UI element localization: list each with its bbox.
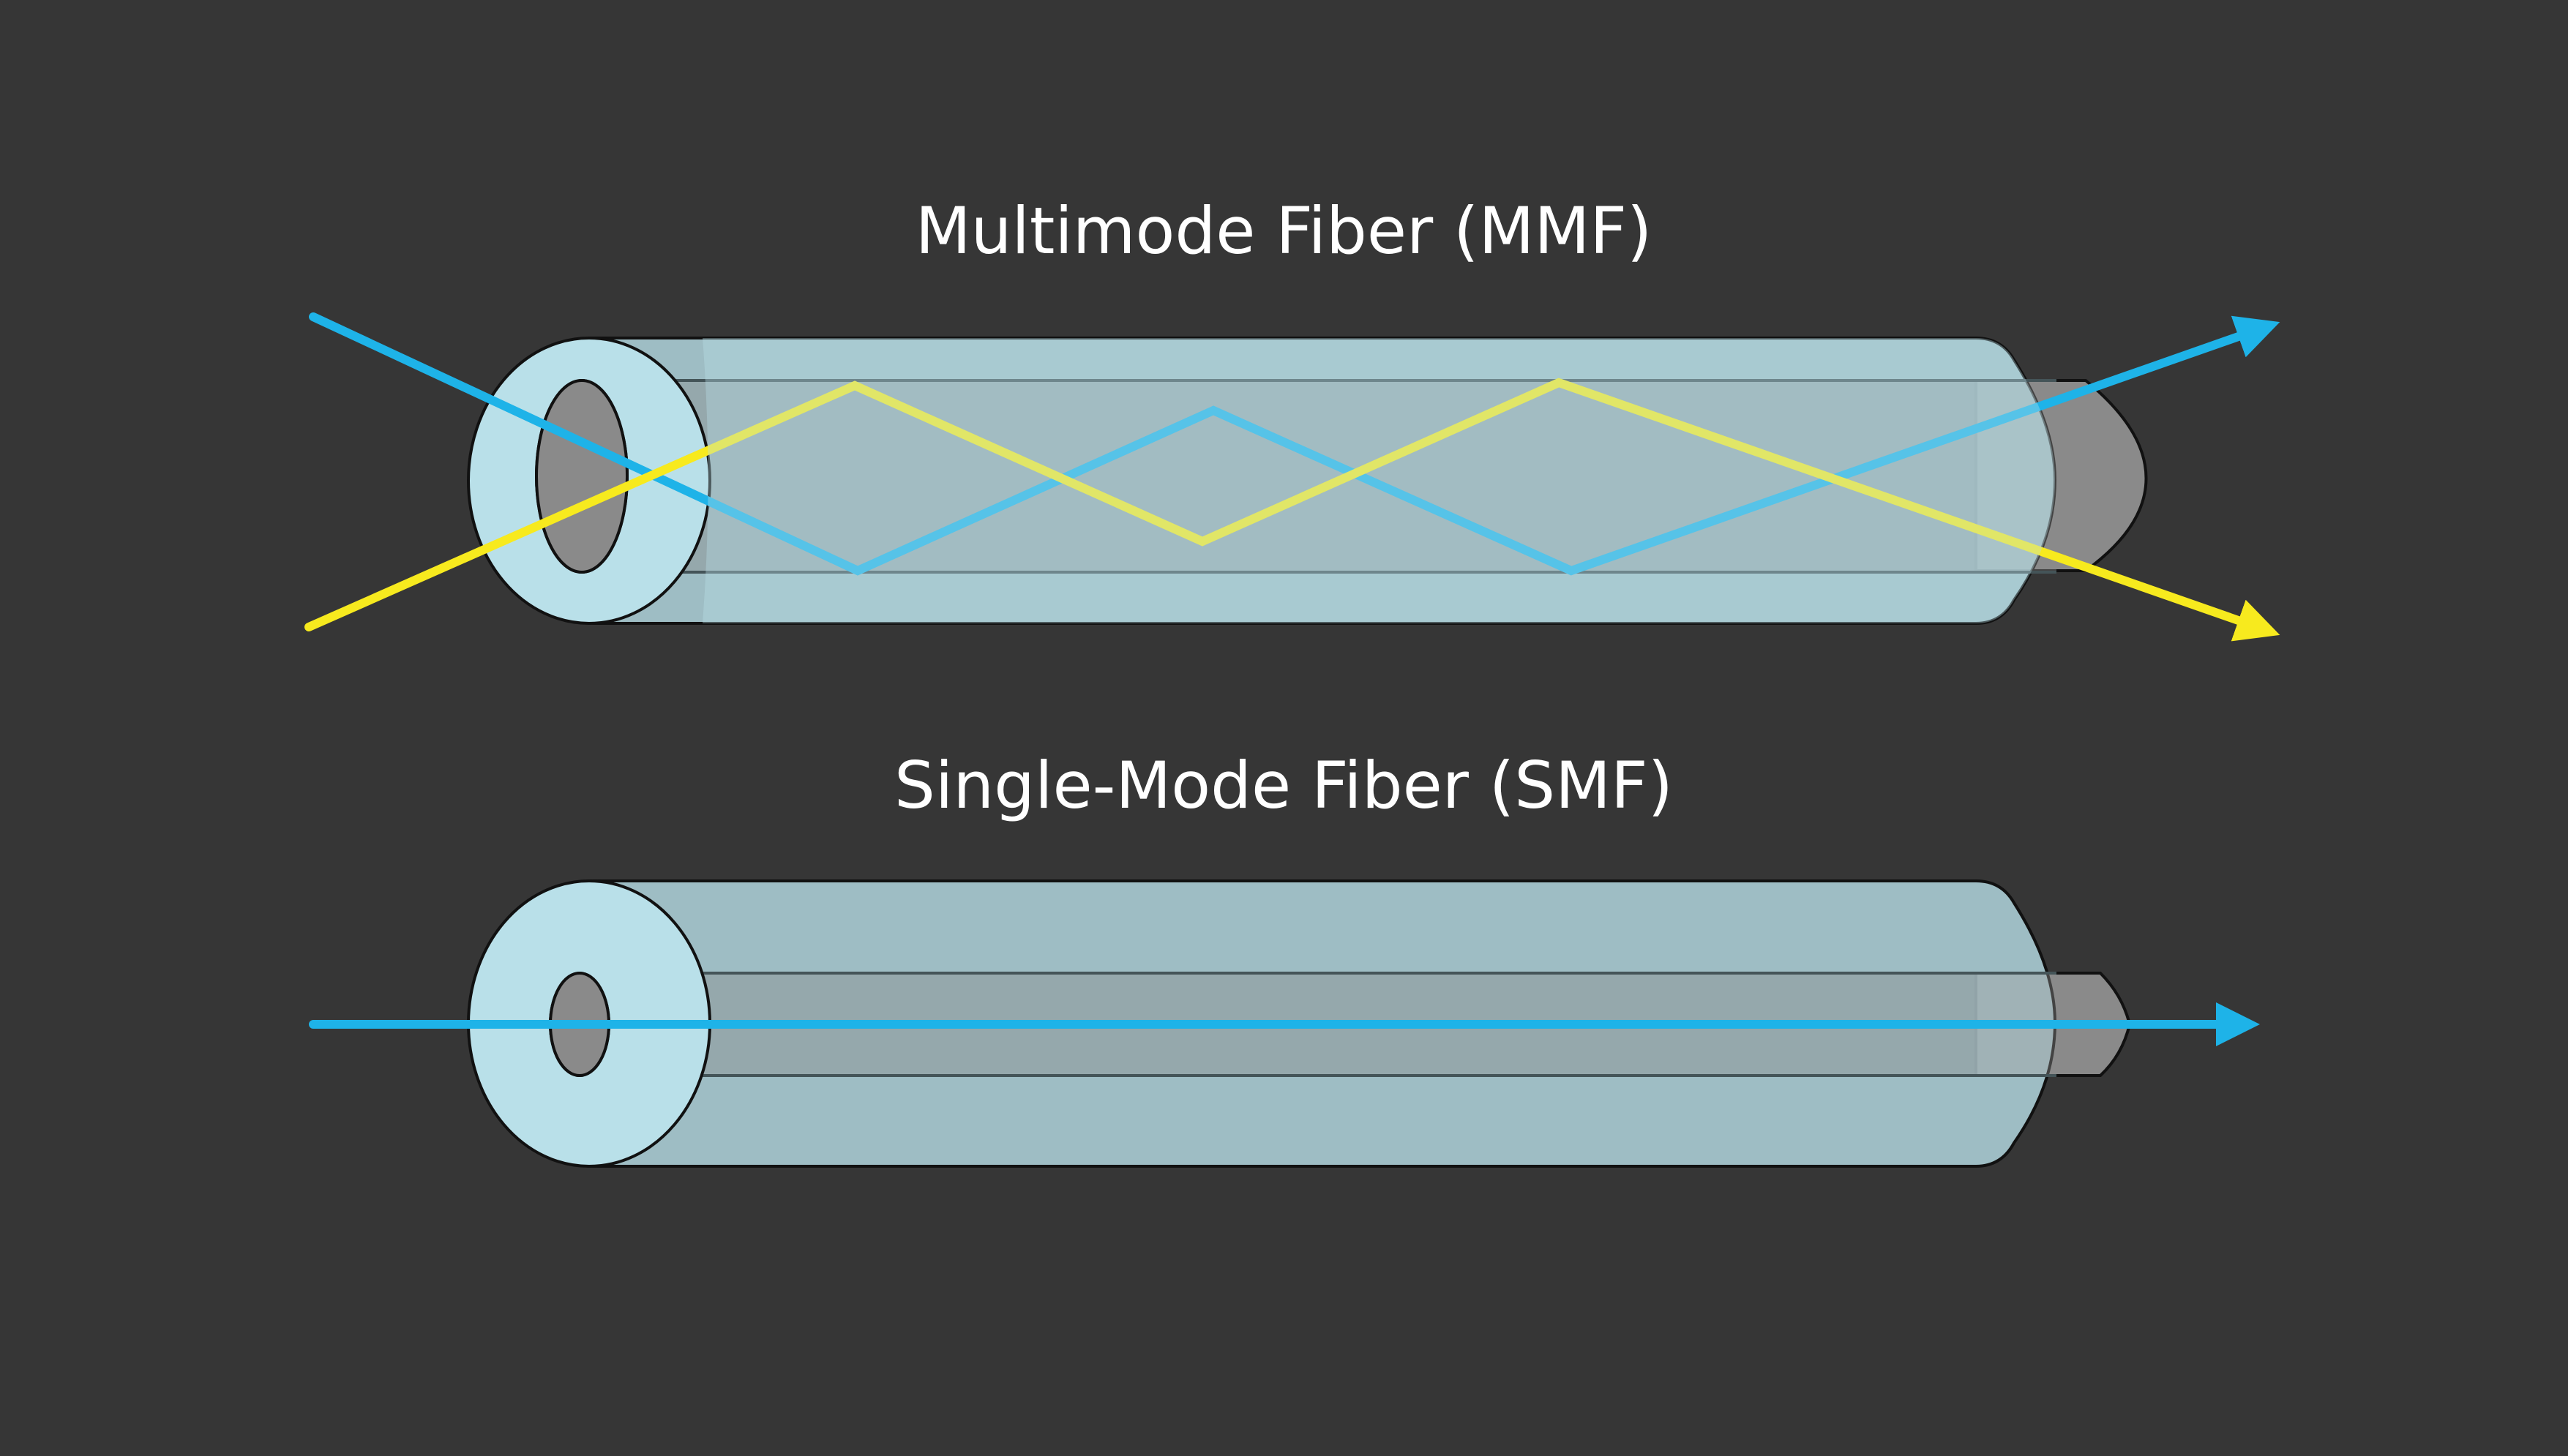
mmf-cladding-overlay (703, 338, 2055, 623)
mmf-core-end-face (535, 379, 629, 574)
mmf-cladding (588, 337, 2057, 625)
mmf-title: Multimode Fiber (MMF) (916, 193, 1652, 269)
mmf-section: Multimode Fiber (MMF) (304, 193, 2280, 642)
smf-title: Single-Mode Fiber (SMF) (894, 748, 1673, 823)
mmf-core (582, 380, 2056, 572)
smf-section: Single-Mode Fiber (SMF) (309, 748, 2260, 1168)
mmf-blue-ray (309, 312, 2280, 576)
mmf-yellow-ray (304, 378, 2280, 642)
